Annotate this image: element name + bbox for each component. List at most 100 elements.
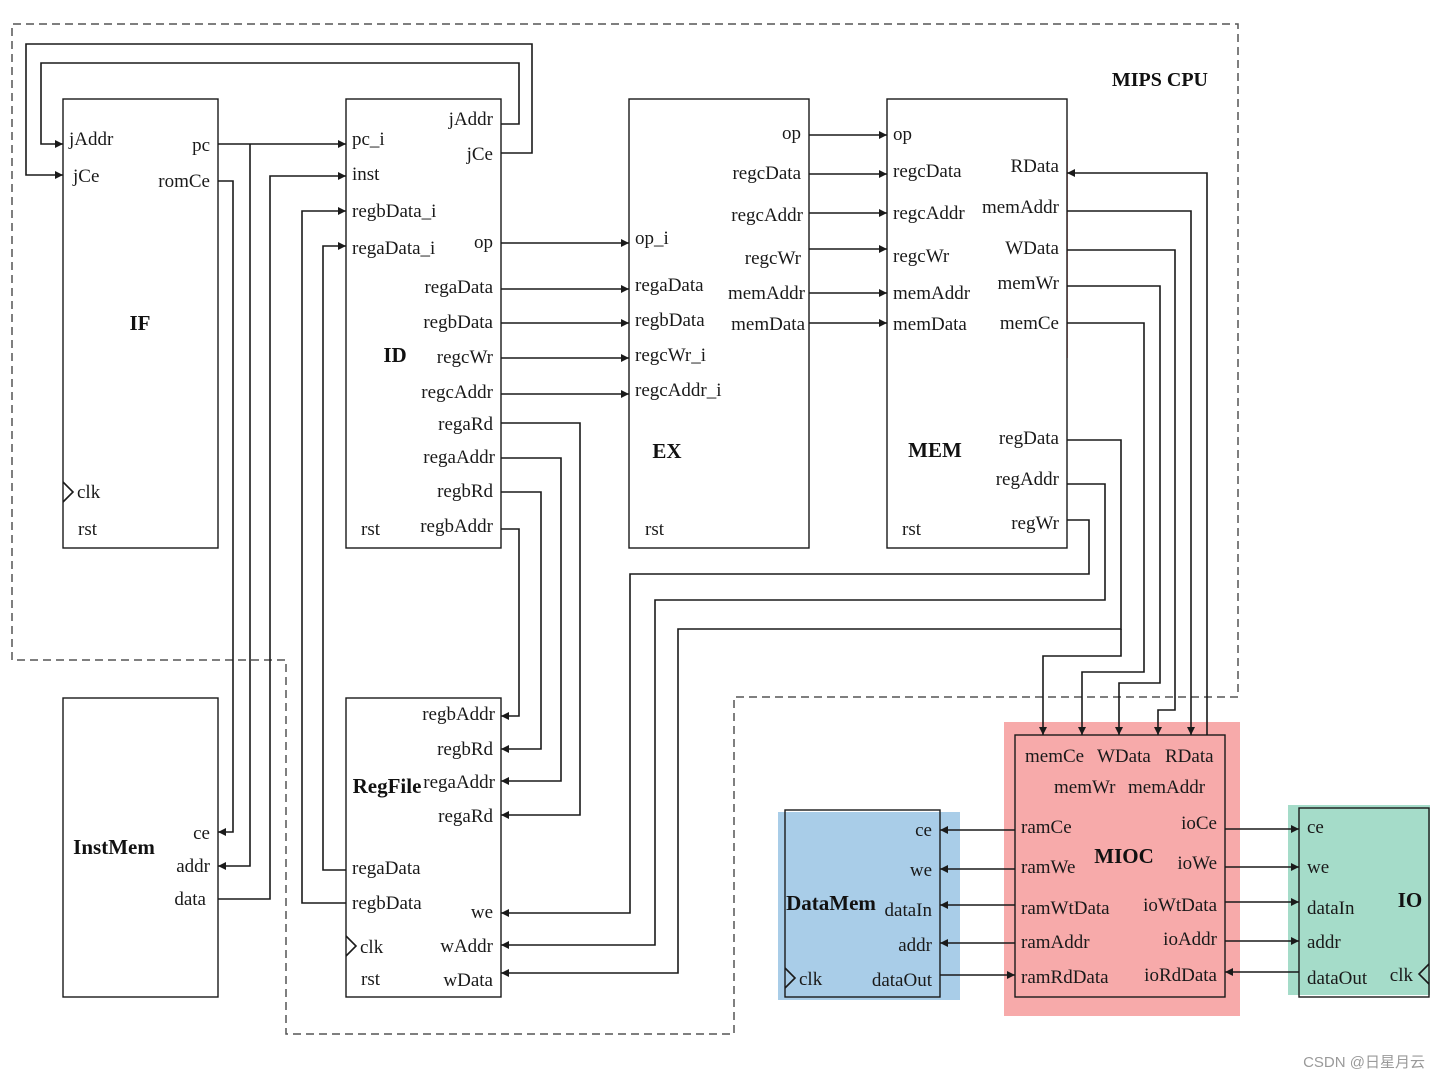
mem-port-wdata: WData bbox=[1005, 238, 1059, 259]
id-port-regard: regaRd bbox=[438, 414, 493, 435]
id-port-jaddr: jAddr bbox=[448, 109, 494, 130]
datamem-port-addr: addr bbox=[898, 935, 932, 956]
ex-port-memaddr: memAddr bbox=[728, 283, 806, 304]
watermark: CSDN @日星月云 bbox=[1303, 1054, 1425, 1071]
mioc-port-iowe: ioWe bbox=[1177, 853, 1217, 874]
datamem-port-datain: dataIn bbox=[885, 900, 933, 921]
id-port-jce: jCe bbox=[466, 144, 493, 165]
ex-port-regcaddr: regcAddr bbox=[731, 205, 803, 226]
mem-title: MEM bbox=[908, 438, 962, 462]
mem-port-rst: rst bbox=[902, 519, 922, 540]
if-port-jce: jCe bbox=[72, 166, 99, 187]
regfile-port-waddr: wAddr bbox=[440, 936, 493, 957]
io-port-addr: addr bbox=[1307, 932, 1341, 953]
id-port-regcaddr: regcAddr bbox=[421, 382, 493, 403]
io-highlight bbox=[1288, 805, 1430, 995]
wire-jce bbox=[25, 43, 533, 179]
id-port-inst: inst bbox=[352, 164, 380, 185]
regfile-title: RegFile bbox=[353, 774, 422, 798]
regfile-port-regbaddr: regbAddr bbox=[422, 704, 495, 725]
wire-regaaddr bbox=[501, 457, 562, 785]
wire-mem-mioc-extra bbox=[1039, 629, 1122, 735]
instmem-port-data: data bbox=[174, 889, 206, 910]
id-port-rst: rst bbox=[361, 519, 381, 540]
if-port-jaddr: jAddr bbox=[68, 129, 114, 150]
instmem-port-addr: addr bbox=[176, 856, 210, 877]
if-port-pc: pc bbox=[192, 135, 210, 156]
wire-wdata-mioc bbox=[1067, 249, 1176, 735]
datamem-highlight bbox=[778, 812, 960, 1000]
if-block bbox=[62, 98, 219, 549]
mioc-port-memwr: memWr bbox=[1054, 777, 1116, 798]
mioc-title: MIOC bbox=[1094, 844, 1154, 868]
regfile-port-clk: clk bbox=[360, 937, 384, 958]
regfile-port-rst: rst bbox=[361, 969, 381, 990]
regfile-port-regbdata: regbData bbox=[352, 893, 422, 914]
mioc-port-memce: memCe bbox=[1025, 746, 1084, 767]
id-port-regadata-i: regaData_i bbox=[352, 238, 435, 259]
mioc-port-ramaddr: ramAddr bbox=[1021, 932, 1090, 953]
wire-regwr-we bbox=[501, 519, 1090, 917]
instmem-port-ce: ce bbox=[193, 823, 210, 844]
wire-regaddr-waddr bbox=[501, 483, 1106, 949]
mioc-port-wdata: WData bbox=[1097, 746, 1151, 767]
if-clk-icon bbox=[62, 481, 75, 503]
mem-port-memdata: memData bbox=[893, 314, 967, 335]
io-title: IO bbox=[1398, 888, 1423, 912]
ex-port-regbdata: regbData bbox=[635, 310, 705, 331]
ex-port-op: op bbox=[782, 123, 801, 144]
mem-port-rdata: RData bbox=[1010, 156, 1059, 177]
id-port-regaaddr: regaAddr bbox=[423, 447, 495, 468]
mem-port-regcdata: regcData bbox=[893, 161, 962, 182]
io-port-we: we bbox=[1307, 857, 1329, 878]
mioc-port-iorddata: ioRdData bbox=[1144, 965, 1217, 986]
ex-port-memdata: memData bbox=[731, 314, 805, 335]
mioc-highlight bbox=[1004, 722, 1240, 1016]
if-port-clk: clk bbox=[77, 482, 101, 503]
id-port-pc-i: pc_i bbox=[352, 129, 385, 150]
ex-port-regcaddr-i: regcAddr_i bbox=[635, 380, 722, 401]
wire-inst bbox=[218, 172, 346, 900]
mem-port-regcaddr: regcAddr bbox=[893, 203, 965, 224]
datamem-port-clk: clk bbox=[799, 969, 823, 990]
wire-regadata bbox=[322, 242, 346, 871]
mem-port-regcwr: regcWr bbox=[893, 246, 950, 267]
ex-port-regcdata: regcData bbox=[732, 163, 801, 184]
io-port-ce: ce bbox=[1307, 817, 1324, 838]
io-port-dataout: dataOut bbox=[1307, 968, 1368, 989]
ex-port-regadata: regaData bbox=[635, 275, 704, 296]
if-port-rst: rst bbox=[78, 519, 98, 540]
ex-port-op-i: op_i bbox=[635, 228, 669, 249]
datamem-clk-icon bbox=[784, 967, 797, 989]
wire-regbrd bbox=[501, 491, 542, 753]
ex-port-regcwr: regcWr bbox=[745, 248, 802, 269]
datamem-port-dataout: dataOut bbox=[872, 970, 933, 991]
ex-title: EX bbox=[652, 439, 681, 463]
mioc-port-memaddr: memAddr bbox=[1128, 777, 1206, 798]
mioc-port-rdata: RData bbox=[1165, 746, 1214, 767]
mioc-port-ramrddata: ramRdData bbox=[1021, 967, 1109, 988]
io-clk-icon bbox=[1417, 963, 1430, 985]
if-title: IF bbox=[130, 311, 151, 335]
instmem-title: InstMem bbox=[73, 835, 155, 859]
id-port-regbdata-i: regbData_i bbox=[352, 201, 436, 222]
id-port-regbaddr: regbAddr bbox=[420, 516, 493, 537]
mioc-port-iowtdata: ioWtData bbox=[1143, 895, 1217, 916]
wire-regdata-wdata bbox=[501, 439, 1122, 977]
regfile-port-regard: regaRd bbox=[438, 806, 493, 827]
mem-port-regdata: regData bbox=[999, 428, 1060, 449]
io-port-datain: dataIn bbox=[1307, 898, 1355, 919]
mem-port-memce: memCe bbox=[1000, 313, 1059, 334]
wire-romce bbox=[218, 180, 234, 836]
regfile-port-wdata: wData bbox=[443, 970, 493, 991]
mioc-port-ramwe: ramWe bbox=[1021, 857, 1075, 878]
mem-port-op: op bbox=[893, 124, 912, 145]
mem-port-memaddr: memAddr bbox=[893, 283, 971, 304]
regfile-port-regadata: regaData bbox=[352, 858, 421, 879]
regfile-port-regaaddr: regaAddr bbox=[423, 772, 495, 793]
id-block bbox=[345, 98, 502, 549]
regfile-clk-icon bbox=[345, 935, 358, 957]
io-port-clk: clk bbox=[1390, 965, 1414, 986]
wire-regbaddr bbox=[501, 528, 520, 720]
